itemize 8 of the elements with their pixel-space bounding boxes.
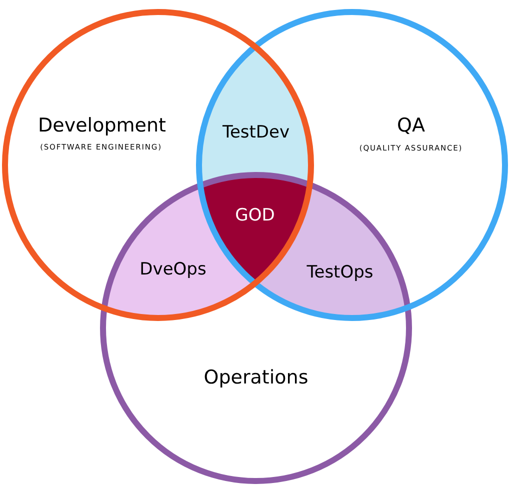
region-label: GOD — [235, 208, 275, 224]
circle-label: QA — [397, 116, 425, 136]
venn-circle — [100, 172, 412, 484]
circle-label: Operations — [204, 368, 308, 388]
region-label: TestDev — [222, 124, 290, 142]
region-label: TestOps — [306, 264, 374, 282]
circle-label: Development — [38, 116, 166, 136]
region-label: DveOps — [140, 262, 206, 278]
